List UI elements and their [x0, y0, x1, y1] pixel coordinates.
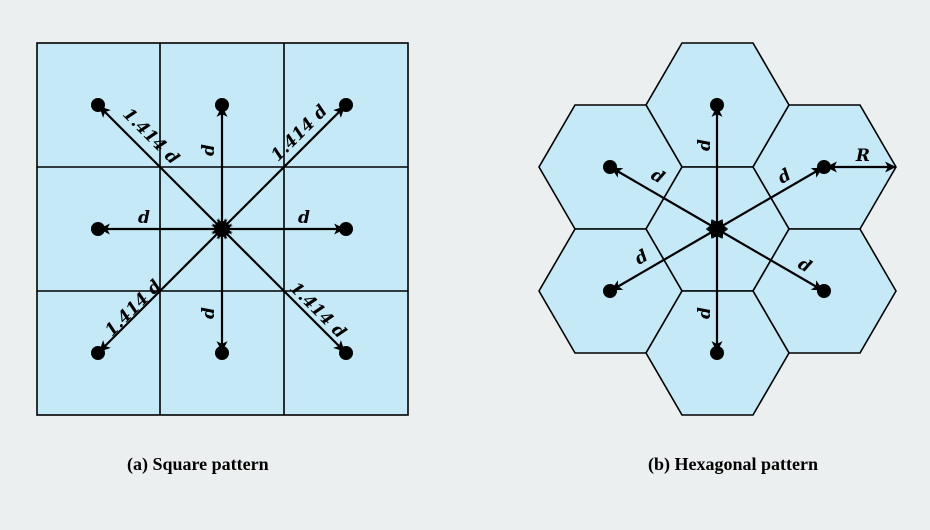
distance-label: d	[695, 139, 715, 151]
cell-center-dot	[91, 346, 105, 360]
hexagonal-pattern: d d d d d d R	[538, 42, 897, 416]
cell-center-dot	[603, 160, 617, 174]
distance-label: d	[199, 307, 219, 319]
distance-label: d	[695, 307, 715, 319]
cell-center-dot	[215, 98, 229, 112]
distance-arrow	[99, 228, 223, 352]
distance-label: d	[199, 144, 219, 156]
distance-label: d	[138, 208, 150, 228]
cell-center-dot	[339, 222, 353, 236]
cell-center-dot	[817, 284, 831, 298]
distance-arrow	[99, 106, 223, 230]
cell-center-dot	[91, 98, 105, 112]
distance-arrow	[611, 228, 718, 291]
hexagonal-pattern-caption: (b) Hexagonal pattern	[648, 454, 818, 474]
cell-center-dot	[339, 98, 353, 112]
distance-arrow	[221, 228, 345, 352]
center-cell-dot	[215, 222, 229, 236]
distance-arrow	[716, 167, 823, 230]
distance-arrow	[716, 228, 823, 291]
cell-center-dot	[339, 346, 353, 360]
cell-center-dot	[91, 222, 105, 236]
distance-arrow	[611, 167, 718, 230]
distance-label: d	[298, 208, 310, 228]
distance-arrow	[221, 106, 345, 230]
cell-center-dot	[710, 346, 724, 360]
center-cell-dot	[710, 222, 724, 236]
cell-center-dot	[817, 160, 831, 174]
cell-center-dot	[603, 284, 617, 298]
radius-label: R	[855, 146, 870, 166]
square-pattern-caption: (a) Square pattern	[127, 454, 269, 474]
cell-center-dot	[215, 346, 229, 360]
cell-center-dot	[710, 98, 724, 112]
square-pattern: d d d d 1.414 d 1.414 d 1.414 d 1.414 d	[36, 42, 409, 416]
